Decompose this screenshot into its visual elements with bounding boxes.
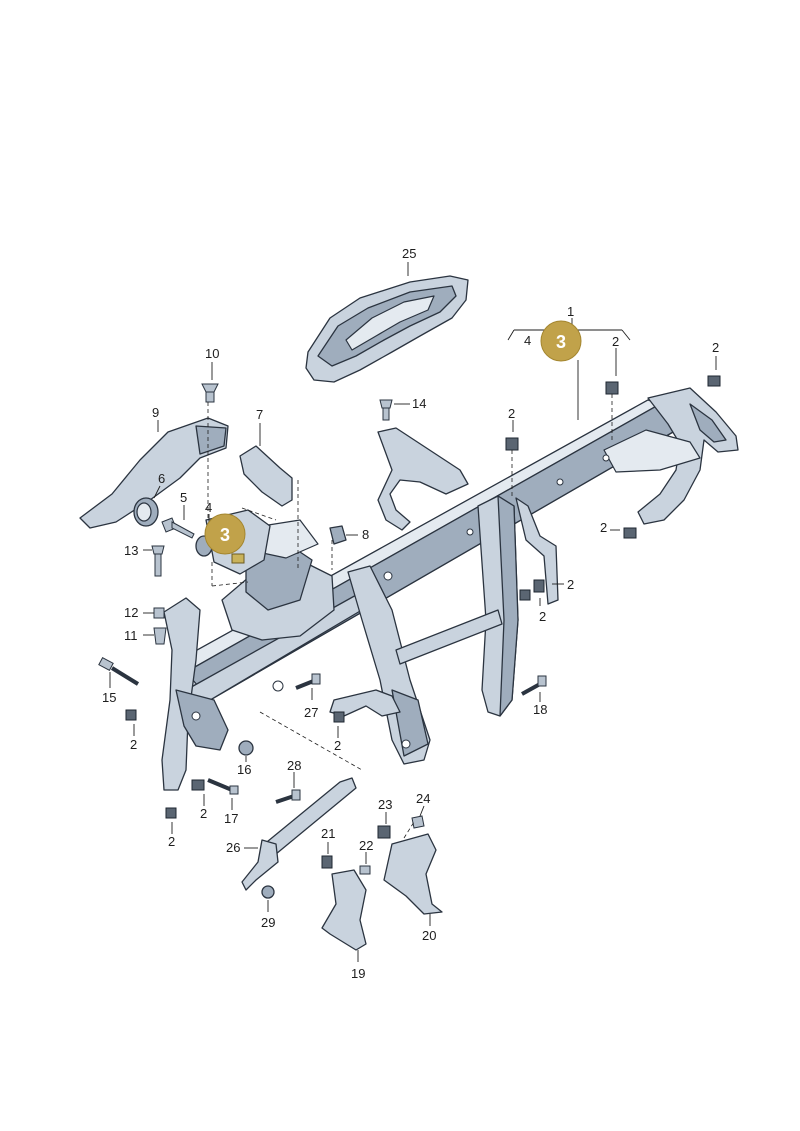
callout-23: 23 <box>378 797 392 812</box>
callout-8: 8 <box>362 527 369 542</box>
part-26-strut <box>241 777 357 891</box>
badge-3-right: 3 <box>540 320 582 362</box>
part-7-bracket <box>239 423 293 507</box>
callout-11: 11 <box>124 628 138 643</box>
callout-2-j: 2 <box>334 738 341 753</box>
callout-2-i: 2 <box>168 834 175 849</box>
callout-21: 21 <box>321 826 335 841</box>
part-3-clip-marker <box>231 553 245 564</box>
callout-22: 22 <box>359 838 373 853</box>
callout-2-a: 2 <box>612 334 619 349</box>
part-13-screw <box>143 545 165 577</box>
callout-2-e: 2 <box>567 577 574 592</box>
callout-4-right: 4 <box>524 333 531 348</box>
part-17-bolt <box>207 778 239 810</box>
part-24-screw <box>411 805 425 829</box>
callout-2-d: 2 <box>600 520 607 535</box>
callout-27: 27 <box>304 705 318 720</box>
callout-4-left: 4 <box>205 500 212 515</box>
callout-5: 5 <box>180 490 187 505</box>
callout-26: 26 <box>226 840 240 855</box>
part-23-clip <box>377 812 391 839</box>
part-20-bracket <box>383 833 443 926</box>
part-6-cap <box>133 485 161 527</box>
callout-2-h: 2 <box>200 806 207 821</box>
part-2-clips <box>125 348 721 834</box>
part-9-left-bracket <box>79 417 229 529</box>
part-28-bolt <box>275 772 301 804</box>
part-11-grommet <box>143 627 167 645</box>
part-14-bolt <box>379 399 410 421</box>
callout-12: 12 <box>124 605 138 620</box>
callout-15: 15 <box>102 690 116 705</box>
callout-28: 28 <box>287 758 301 773</box>
callout-17: 17 <box>224 811 238 826</box>
part-22-screw <box>359 852 371 875</box>
part-10-clip <box>201 362 219 403</box>
callout-2-f: 2 <box>539 609 546 624</box>
callout-13: 13 <box>124 543 138 558</box>
callout-2-b: 2 <box>712 340 719 355</box>
badge-3-right-label: 3 <box>556 332 566 352</box>
callout-25: 25 <box>402 246 416 261</box>
part-8-nut <box>329 525 358 545</box>
part-12-clip <box>143 607 165 619</box>
part-15-bolt <box>98 656 140 688</box>
callout-1: 1 <box>567 304 574 319</box>
part-19-bracket <box>321 869 367 962</box>
callout-7: 7 <box>256 407 263 422</box>
callout-2-g: 2 <box>130 737 137 752</box>
callout-20: 20 <box>422 928 436 943</box>
callout-2-c: 2 <box>508 406 515 421</box>
callout-16: 16 <box>237 762 251 777</box>
callout-29: 29 <box>261 915 275 930</box>
part-5-bolt <box>161 505 195 539</box>
part-25-air-duct <box>305 262 469 383</box>
callout-10: 10 <box>205 346 219 361</box>
assembly-dashed-lines <box>207 394 613 839</box>
badge-3-left: 3 <box>204 513 246 555</box>
part-1-cross-car-beam <box>161 387 739 791</box>
part-18-bolt <box>521 675 547 702</box>
part-21-clip <box>321 842 333 869</box>
part-16-nut <box>238 740 254 762</box>
badge-3-left-label: 3 <box>220 525 230 545</box>
part-27-bolt <box>295 673 321 700</box>
callout-14: 14 <box>412 396 426 411</box>
callout-9: 9 <box>152 405 159 420</box>
callout-6: 6 <box>158 471 165 486</box>
callout-24: 24 <box>416 791 430 806</box>
callout-19: 19 <box>351 966 365 981</box>
callout-18: 18 <box>533 702 547 717</box>
part-29-nut <box>261 885 275 912</box>
